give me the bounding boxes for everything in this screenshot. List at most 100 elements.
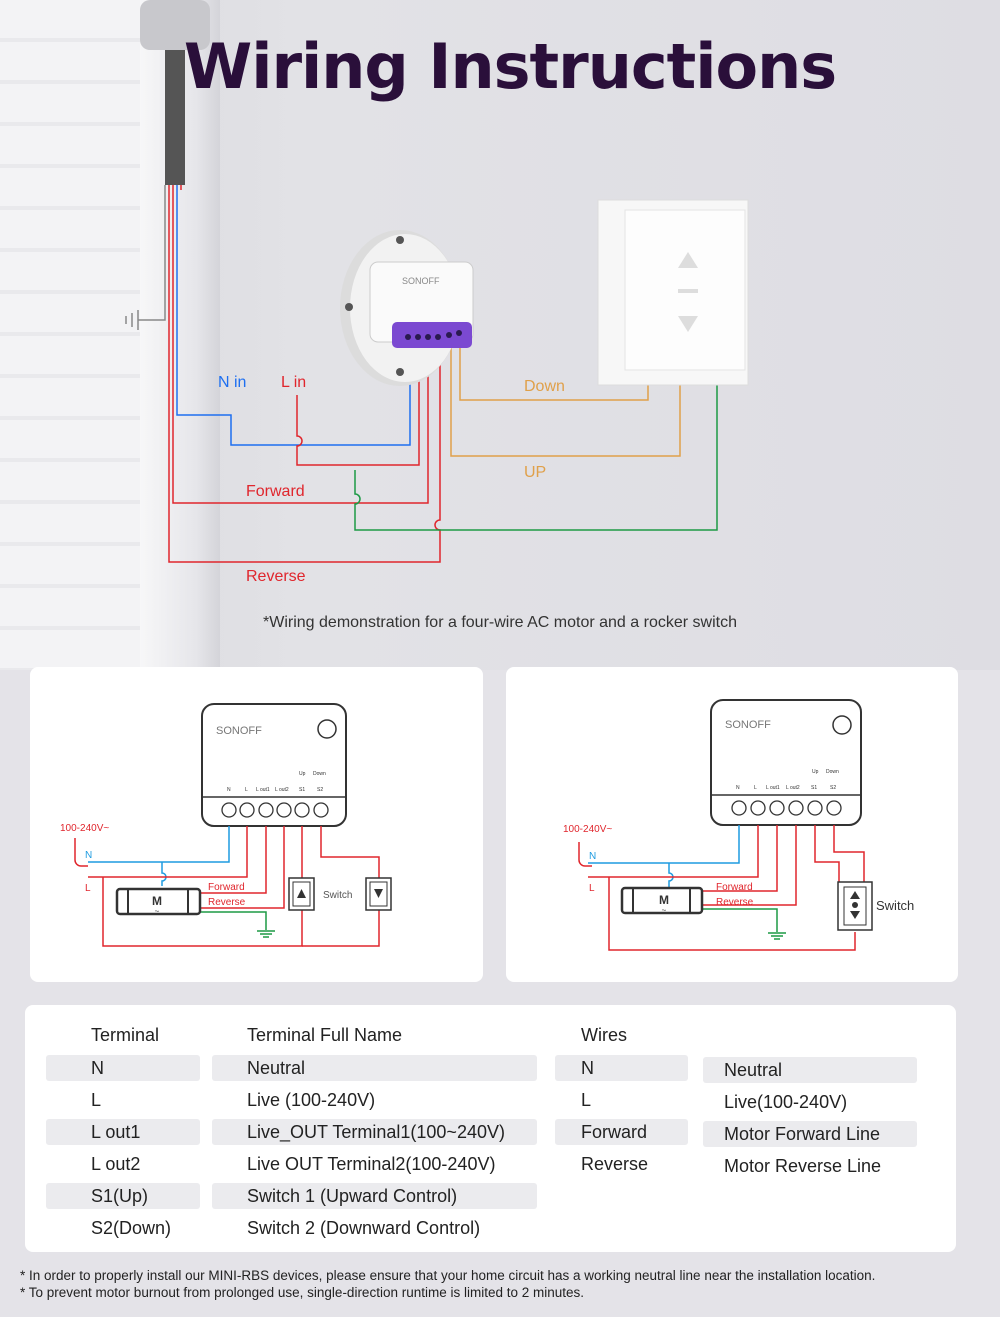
label-l-in: L in [281, 374, 306, 391]
label-up: Up [299, 771, 306, 777]
terminal-label-n: N [736, 785, 740, 791]
terminal-label-s2: S2 [317, 787, 323, 793]
reverse-label: Reverse [716, 897, 754, 908]
motor: M ~ [620, 886, 704, 915]
arrow-up-icon [678, 252, 698, 268]
label-forward: Forward [246, 483, 305, 500]
terminal-label-lout2: L out2 [275, 787, 289, 793]
terminal-full-cell: Neutral [212, 1055, 537, 1081]
motor-cable [165, 50, 185, 185]
wire-reverse [200, 826, 285, 909]
terminal-label-lout1: L out1 [256, 787, 270, 793]
label-down: Down [826, 769, 839, 775]
motor-label: M [152, 894, 162, 908]
wire-ground [702, 908, 778, 932]
terminal-cell: S1(Up) [46, 1183, 200, 1209]
voltage-label: 100-240V~ [60, 823, 109, 834]
arrow-up-icon [850, 891, 860, 899]
arrow-down-icon [374, 889, 383, 898]
wire-cell: Reverse [581, 1154, 649, 1174]
rocker-switch [837, 881, 873, 931]
device-outline [710, 699, 862, 826]
voltage-label: 100-240V~ [563, 824, 612, 835]
arrow-down-icon [678, 316, 698, 332]
terminal-full-cell: Live (100-240V) [247, 1090, 376, 1110]
wire-cell: N [555, 1055, 688, 1081]
terminal-full-cell: Switch 1 (Upward Control) [212, 1183, 537, 1209]
wire-forward [702, 825, 778, 892]
terminal-screws [221, 802, 329, 818]
wire-desc-cell: Motor Forward Line [703, 1121, 917, 1147]
header-wires: Wires [581, 1025, 627, 1045]
wire-n [588, 825, 740, 864]
device-brand: SONOFF [725, 719, 771, 731]
forward-label: Forward [716, 882, 753, 893]
wire-desc-cell: Motor Reverse Line [724, 1156, 882, 1176]
label-reverse: Reverse [246, 568, 306, 585]
rocker-switch [597, 199, 749, 386]
forward-label: Forward [208, 882, 245, 893]
terminal-label-s1: S1 [811, 785, 817, 791]
terminal-screws [731, 800, 842, 816]
terminal-full-cell: Live OUT Terminal2(100-240V) [247, 1154, 496, 1174]
terminal-label-lout2: L out2 [786, 785, 800, 791]
motor: M ~ [115, 887, 202, 916]
footnote-neutral: * In order to properly install our MINI-… [20, 1268, 876, 1283]
caption: *Wiring demonstration for a four-wire AC… [263, 614, 737, 631]
sonoff-device: SONOFF [340, 230, 474, 386]
wire-reverse [702, 825, 797, 906]
ground-wire [125, 185, 166, 330]
terminal-cell: L out1 [46, 1119, 200, 1145]
terminal-full-cell: Live_OUT Terminal1(100~240V) [212, 1119, 537, 1145]
wire-l [588, 825, 759, 878]
wire-switch [608, 825, 865, 951]
hero-wiring-diagram: SONOFF N in L in Forward Reverse Down UP [125, 0, 749, 585]
label-down: Down [524, 378, 565, 395]
motor-tube [140, 0, 210, 50]
wiring-diagram-left: SONOFF N L L out1 L out2 S1 S2 Up Down M… [60, 703, 392, 947]
label-up: Up [812, 769, 819, 775]
wire-s2 [302, 826, 380, 947]
motor-sublabel: ~ [662, 906, 667, 915]
terminal-label-lout1: L out1 [766, 785, 780, 791]
device-button [317, 719, 337, 739]
wire-cell: L [581, 1090, 592, 1110]
wire-cell: Forward [555, 1119, 688, 1145]
terminal-full-cell: Switch 2 (Downward Control) [247, 1218, 481, 1238]
wiring-diagram-right: SONOFF N L L out1 L out2 S1 S2 Up Down M… [563, 699, 914, 951]
terminal-label-l: L [754, 785, 757, 791]
supply-arrow [578, 842, 592, 867]
switch-label: Switch [876, 898, 914, 913]
wire-up [450, 345, 681, 457]
reverse-label: Reverse [208, 897, 246, 908]
wire-ground-green [354, 375, 718, 531]
wire-n-motor [668, 863, 674, 888]
wire-reverse [168, 185, 441, 563]
device-button [832, 715, 852, 735]
motor-sublabel: ~ [155, 907, 160, 916]
wire-n [88, 826, 230, 863]
wire-forward [200, 826, 267, 894]
header-full-name: Terminal Full Name [247, 1025, 403, 1045]
wire-forward [172, 185, 429, 504]
terminal-label-l: L [245, 787, 248, 793]
motor-label: M [659, 893, 669, 907]
terminal-cell: N [46, 1055, 200, 1081]
n-label: N [589, 851, 596, 862]
window-blind [0, 0, 140, 670]
terminal-cell: S2(Down) [91, 1218, 172, 1238]
wire-ground [200, 911, 267, 930]
n-label: N [85, 850, 92, 861]
switch-down [365, 877, 392, 911]
footnotes: * In order to properly install our MINI-… [20, 1267, 875, 1301]
wire-neutral [176, 185, 411, 446]
device-outline [201, 703, 347, 827]
diagram-two-button-switch: SONOFF N L L out1 L out2 S1 S2 Up Down M… [30, 667, 483, 982]
terminal-label-s2: S2 [830, 785, 836, 791]
footnote-runtime: * To prevent motor burnout from prolonge… [20, 1285, 585, 1300]
diagram-rocker-switch: SONOFF N L L out1 L out2 S1 S2 Up Down M… [506, 667, 958, 982]
wire-live-in [296, 345, 420, 466]
switch-up [288, 877, 315, 911]
terminal-cell: L out2 [91, 1154, 141, 1174]
ground-icon [768, 932, 786, 940]
